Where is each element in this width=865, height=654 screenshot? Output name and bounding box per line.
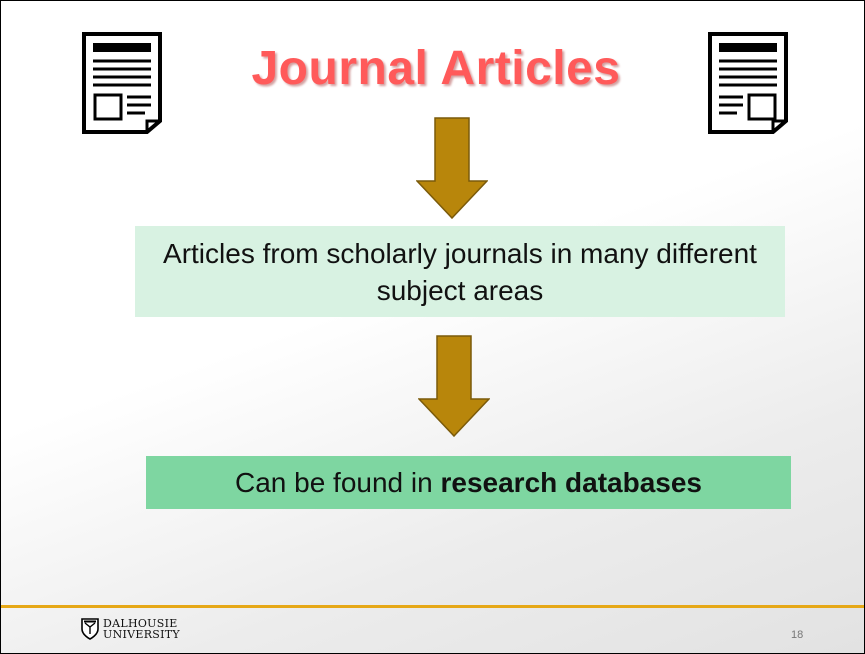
university-logo: DALHOUSIE UNIVERSITY: [81, 618, 180, 640]
down-arrow-icon: [418, 335, 490, 437]
newspaper-icon: [82, 32, 162, 134]
footer-divider: [1, 605, 864, 608]
location-prefix: Can be found in: [234, 466, 441, 498]
page-number: 18: [791, 629, 804, 641]
slide-title: Journal Articles: [251, 42, 621, 95]
location-box: Can be found in research databases: [146, 456, 791, 509]
logo-line-2: UNIVERSITY: [103, 628, 180, 641]
down-arrow-icon: [416, 117, 488, 219]
newspaper-icon: [708, 32, 788, 134]
university-crest-icon: [81, 618, 99, 640]
description-box: Articles from scholarly journals in many…: [135, 226, 785, 317]
description-text: Articles from scholarly journals in many…: [163, 237, 757, 306]
logo-line-1: DALHOUSIE: [103, 617, 178, 630]
location-emphasis: research databases: [440, 466, 702, 498]
